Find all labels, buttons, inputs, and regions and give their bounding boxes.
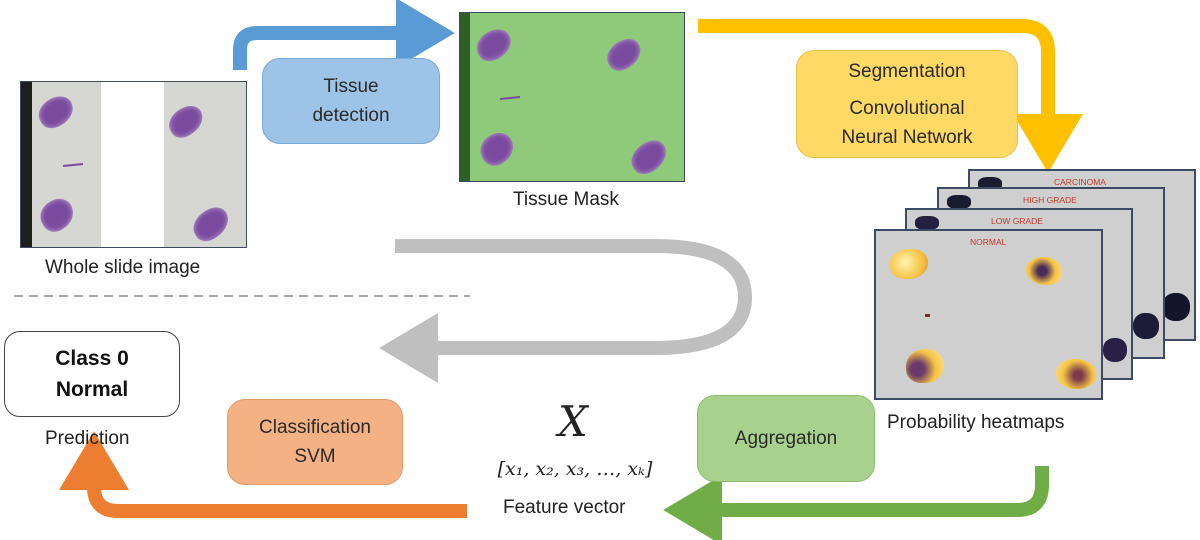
heatmap-blob: [947, 195, 971, 209]
heatmap-blob: [906, 349, 944, 383]
heatmap-blob: [915, 216, 939, 230]
arrow-feature-to-prediction: [59, 431, 467, 518]
feature-vector: [x₁, x₂, x₃, …, xₖ]: [497, 458, 653, 480]
whole-slide-image: [20, 81, 247, 248]
heatmap-blob: [1056, 359, 1096, 389]
arrow-mask-to-heatmaps: [698, 19, 1083, 173]
heatmap-blob: [890, 249, 928, 279]
arrow-repeat-loop: [379, 239, 753, 383]
classification-label-2: SVM: [294, 446, 336, 467]
prediction-caption: Prediction: [45, 428, 130, 449]
cnn-label-1: Convolutional: [849, 97, 965, 119]
tissue-detection-box: Tissue detection: [262, 58, 440, 144]
slide-edge-bar: [21, 82, 32, 247]
tissue-streak: [62, 162, 84, 168]
tissue-mask-image: [459, 12, 685, 182]
heatmap-label: NORMAL: [970, 237, 1007, 247]
slide-blank-region: [101, 82, 164, 247]
classification-label-1: Classification: [259, 417, 371, 438]
tissue-detection-label-2: detection: [312, 105, 390, 126]
arrow-heatmaps-to-feature: [663, 466, 1049, 540]
segmentation-label: Segmentation: [848, 60, 966, 82]
heatmap-blob: [1103, 338, 1127, 362]
heatmap-label: HIGH GRADE: [1023, 195, 1077, 205]
heatmap-blob: [1133, 313, 1159, 339]
prediction-box: Class 0 Normal: [4, 331, 180, 417]
aggregation-label: Aggregation: [734, 428, 838, 449]
segmentation-box: Segmentation Convolutional Neural Networ…: [796, 50, 1018, 158]
tissue-blob: [471, 24, 517, 66]
arrow-wsi-to-mask: [233, 0, 455, 70]
tissue-blob: [474, 127, 520, 171]
tissue-blob: [163, 100, 209, 143]
prediction-class: Class 0: [55, 347, 129, 370]
heatmap-blob: [925, 314, 930, 317]
mask-edge-bar: [460, 13, 470, 181]
tissue-blob: [601, 33, 647, 76]
feature-symbol: X: [558, 397, 588, 446]
heatmaps-caption: Probability heatmaps: [887, 412, 1065, 433]
tissue-streak: [499, 95, 521, 101]
feature-caption: Feature vector: [503, 497, 626, 518]
prediction-label: Normal: [55, 378, 129, 401]
cnn-label-2: Neural Network: [841, 126, 973, 148]
tissue-blob: [33, 91, 79, 133]
heatmap-blob: [1026, 257, 1062, 285]
wsi-caption: Whole slide image: [45, 257, 201, 278]
tissue-blob: [187, 201, 235, 247]
classification-box: Classification SVM: [227, 399, 403, 485]
heatmap-label: CARCINOMA: [1054, 177, 1106, 187]
aggregation-box: Aggregation: [697, 395, 875, 482]
tissue-blob: [34, 193, 80, 237]
tissue-detection-label-1: Tissue: [323, 76, 379, 97]
heatmap-layer-normal: NORMAL: [874, 229, 1103, 400]
mask-caption: Tissue Mask: [513, 189, 619, 210]
heatmap-label: LOW GRADE: [991, 216, 1043, 226]
heatmap-blob: [1162, 293, 1190, 321]
tissue-blob: [625, 134, 673, 180]
